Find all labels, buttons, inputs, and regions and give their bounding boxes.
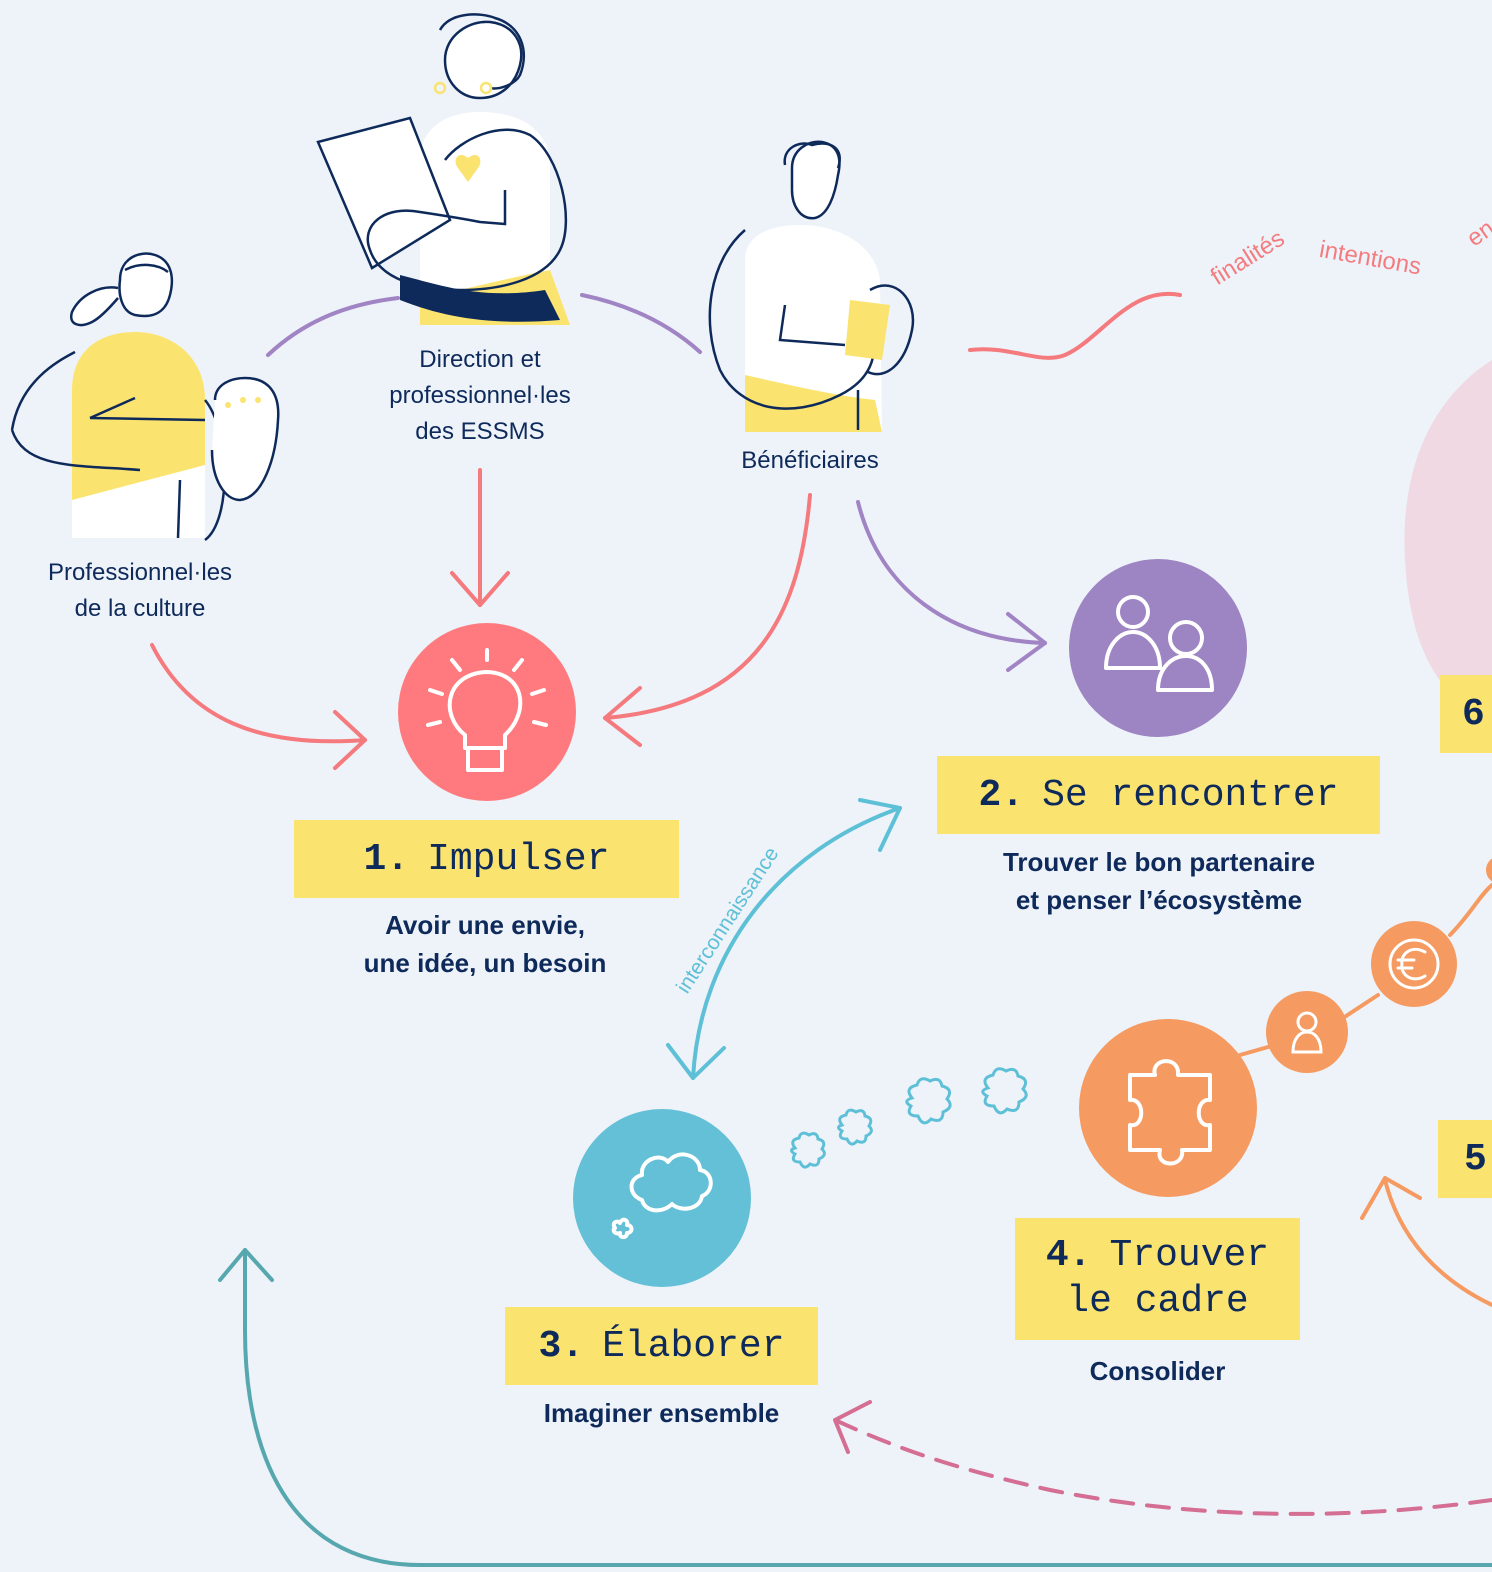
step4-number: 4. — [1045, 1234, 1092, 1277]
step2-label-box: 2. Se rencontrer — [937, 756, 1380, 834]
arrow-orange-in — [1383, 1178, 1492, 1307]
step4-circle — [1079, 1019, 1257, 1197]
step5-number: 5 — [1464, 1137, 1487, 1181]
puzzle-icon — [1128, 1059, 1212, 1166]
arrow-dashed-back — [833, 1418, 1492, 1516]
person-icon — [1291, 1011, 1323, 1054]
step1-number: 1. — [363, 837, 410, 881]
beneficiaire-illustration — [708, 140, 915, 432]
actor-label-culture: Professionnel·les de la culture — [47, 559, 233, 622]
arc-direction-beneficiaires — [580, 293, 702, 354]
step3-title: Élaborer — [602, 1324, 785, 1368]
coral-wave — [968, 291, 1182, 360]
step1-title: Impulser — [427, 837, 610, 881]
actor-label-beneficiaires: Bénéficiaires — [741, 447, 879, 474]
actor-label-direction: Direction et professionnel·les des ESSMS — [389, 346, 571, 445]
step4-title-line2: le cadre — [1066, 1280, 1249, 1323]
step4-label-box: 4. Trouver le cadre — [1015, 1218, 1300, 1340]
step4-subtitle: Consolider — [1089, 1356, 1226, 1386]
step5-label-box: 5 — [1438, 1120, 1492, 1198]
step3-number: 3. — [538, 1324, 585, 1368]
euro-node — [1371, 921, 1457, 1007]
step2-number: 2. — [978, 773, 1025, 817]
puzzle-trail — [790, 1067, 1028, 1169]
step2-circle — [1069, 559, 1247, 737]
arrow-culture-to-impulser — [150, 643, 367, 744]
step3-label-box: 3. Élaborer — [505, 1307, 818, 1385]
step1-circle — [398, 623, 576, 801]
step6-number: 6 — [1462, 692, 1485, 736]
arrow-return-loop — [243, 1248, 1492, 1567]
step2-title: Se rencontrer — [1042, 773, 1339, 817]
arc-culture-direction — [266, 296, 400, 357]
people-icon — [1104, 595, 1214, 692]
step2-subtitle: Trouver le bon partenaire et penser l’éc… — [1002, 847, 1316, 915]
step4-title: Trouver — [1109, 1234, 1270, 1277]
culture-professional-illustration — [10, 252, 280, 542]
orange-node-edge — [1486, 858, 1492, 882]
lightbulb-icon — [426, 648, 548, 772]
arrow-interconnaissance — [691, 806, 902, 1080]
step3-circle — [573, 1109, 751, 1287]
step1-label-box: 1. Impulser — [294, 820, 679, 898]
pink-bubble — [1404, 360, 1492, 720]
step6-label-box: 6 — [1440, 675, 1492, 753]
step3-subtitle: Imaginer ensemble — [543, 1398, 780, 1428]
euro-icon — [1388, 938, 1440, 990]
step1-subtitle: Avoir une envie, une idée, un besoin — [363, 910, 607, 978]
arrow-beneficiaires-to-rencontrer — [856, 500, 1047, 645]
arrow-beneficiaires-to-impulser — [603, 493, 812, 720]
direction-illustration — [316, 13, 570, 325]
cloud-icon — [611, 1152, 713, 1240]
